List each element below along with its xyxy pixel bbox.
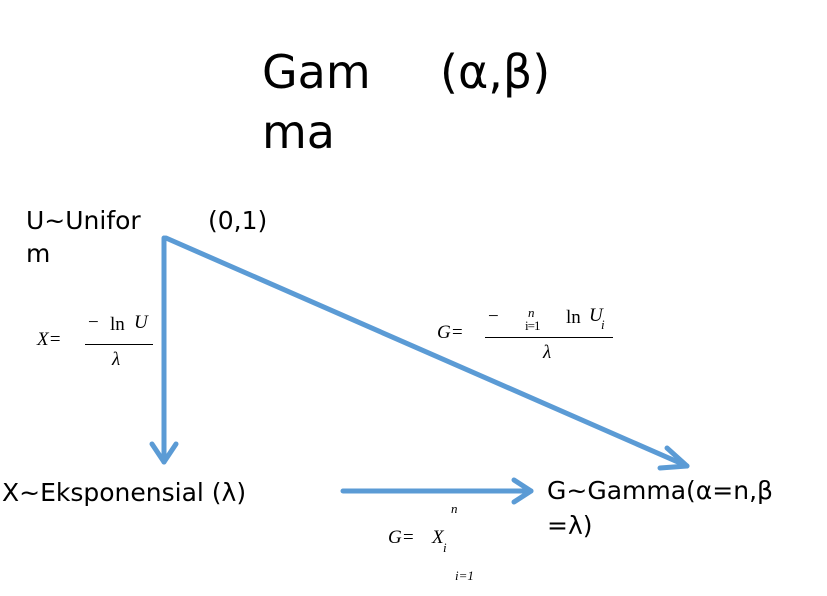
title-gamma-line2: ma xyxy=(262,105,335,159)
formula-gu-minus: − xyxy=(488,306,499,327)
gamma-node-line1: G~Gamma(α=n,β xyxy=(547,476,773,505)
uniform-node-line1: U~Unifor xyxy=(26,206,141,235)
uniform-params: (0,1) xyxy=(208,206,268,235)
arrowhead-exponential xyxy=(149,441,179,465)
formula-gu-sum-bottom: i=1 xyxy=(525,318,540,333)
formula-gx-lhs: G= xyxy=(388,527,415,548)
title-gamma-line1: Gam xyxy=(262,45,371,99)
formula-gu-lhs: G= xyxy=(437,322,464,343)
formula-gx-sum-top: n xyxy=(451,501,458,516)
formula-x-minus: − xyxy=(88,312,99,333)
formula-gu-u-sub: i xyxy=(601,317,605,332)
formula-gu-u: U xyxy=(589,305,603,326)
formula-gu-ln: ln xyxy=(566,307,581,328)
formula-gx-x: X xyxy=(432,527,444,548)
formula-x-lhs: X= xyxy=(37,329,62,350)
arrowhead-gamma-from-exponential xyxy=(511,477,534,505)
formula-x-u: U xyxy=(134,312,148,333)
formula-x-lambda: λ xyxy=(112,349,121,370)
formula-x-ln: ln xyxy=(110,314,125,335)
formula-gu-fraction-bar xyxy=(485,337,613,338)
uniform-node-line2: m xyxy=(26,239,51,268)
gamma-node-line2: =λ) xyxy=(547,511,593,540)
formula-gx-sum-bottom: i=1 xyxy=(455,568,474,583)
formula-x-fraction-bar xyxy=(85,344,153,345)
formula-gu-sum-top: n xyxy=(528,305,535,320)
exponential-node: X~Eksponensial (λ) xyxy=(2,478,247,507)
arrow-uniform-to-gamma xyxy=(163,235,690,469)
formula-gx-x-sub: i xyxy=(443,540,447,555)
formula-gu-lambda: λ xyxy=(543,342,552,363)
arrowhead-gamma xyxy=(657,445,690,471)
title-params: (α,β) xyxy=(440,45,551,99)
